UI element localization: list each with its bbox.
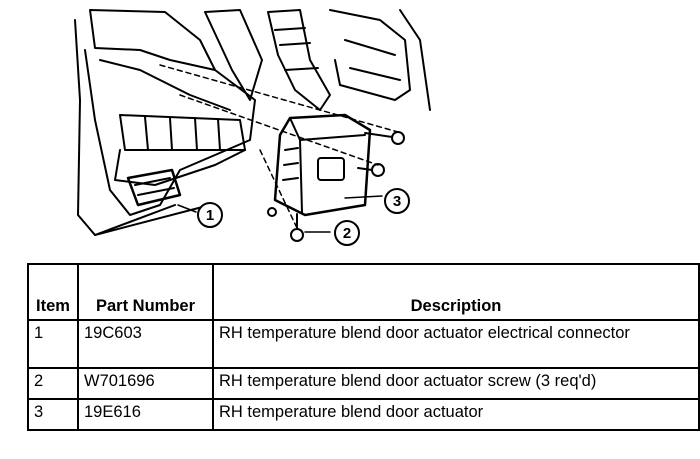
description-cell: RH temperature blend door actuator elect…: [212, 319, 700, 369]
ribbed-duct: [119, 114, 246, 151]
description-cell: RH temperature blend door actuator screw…: [212, 367, 700, 400]
blend-door-actuator: [273, 113, 372, 217]
header-item: Item: [27, 263, 79, 321]
callout-1: 1: [197, 202, 223, 228]
part-number-cell: 19C603: [77, 319, 214, 369]
actuator-screws: [290, 131, 405, 242]
header-part-number: Part Number: [77, 263, 214, 321]
table-row: 1 19C603 RH temperature blend door actua…: [27, 319, 700, 369]
svg-text:2: 2: [343, 225, 351, 242]
table-row: 2 W701696 RH temperature blend door actu…: [27, 367, 700, 400]
item-cell: 1: [27, 319, 79, 369]
mounting-bracket: [267, 9, 331, 111]
electrical-connector: [126, 168, 182, 207]
part-number-cell: W701696: [77, 367, 214, 400]
svg-text:1: 1: [206, 207, 214, 224]
header-description: Description: [212, 263, 700, 321]
table-row: 3 19E616 RH temperature blend door actua…: [27, 398, 700, 431]
description-cell: RH temperature blend door actuator: [212, 398, 700, 431]
item-cell: 2: [27, 367, 79, 400]
callout-3: 3: [384, 188, 410, 214]
callout-2: 2: [334, 220, 360, 246]
item-cell: 3: [27, 398, 79, 431]
actuator-illustration: 1 3 2: [74, 9, 431, 246]
hvac-housing-outline: [89, 9, 216, 71]
table-header-row: Item Part Number Description: [27, 263, 700, 321]
exploded-view-diagram: 1 3 2: [74, 9, 431, 246]
parts-table: Item Part Number Description 1 19C603 RH…: [27, 263, 700, 431]
part-number-cell: 19E616: [77, 398, 214, 431]
svg-text:3: 3: [393, 193, 401, 210]
